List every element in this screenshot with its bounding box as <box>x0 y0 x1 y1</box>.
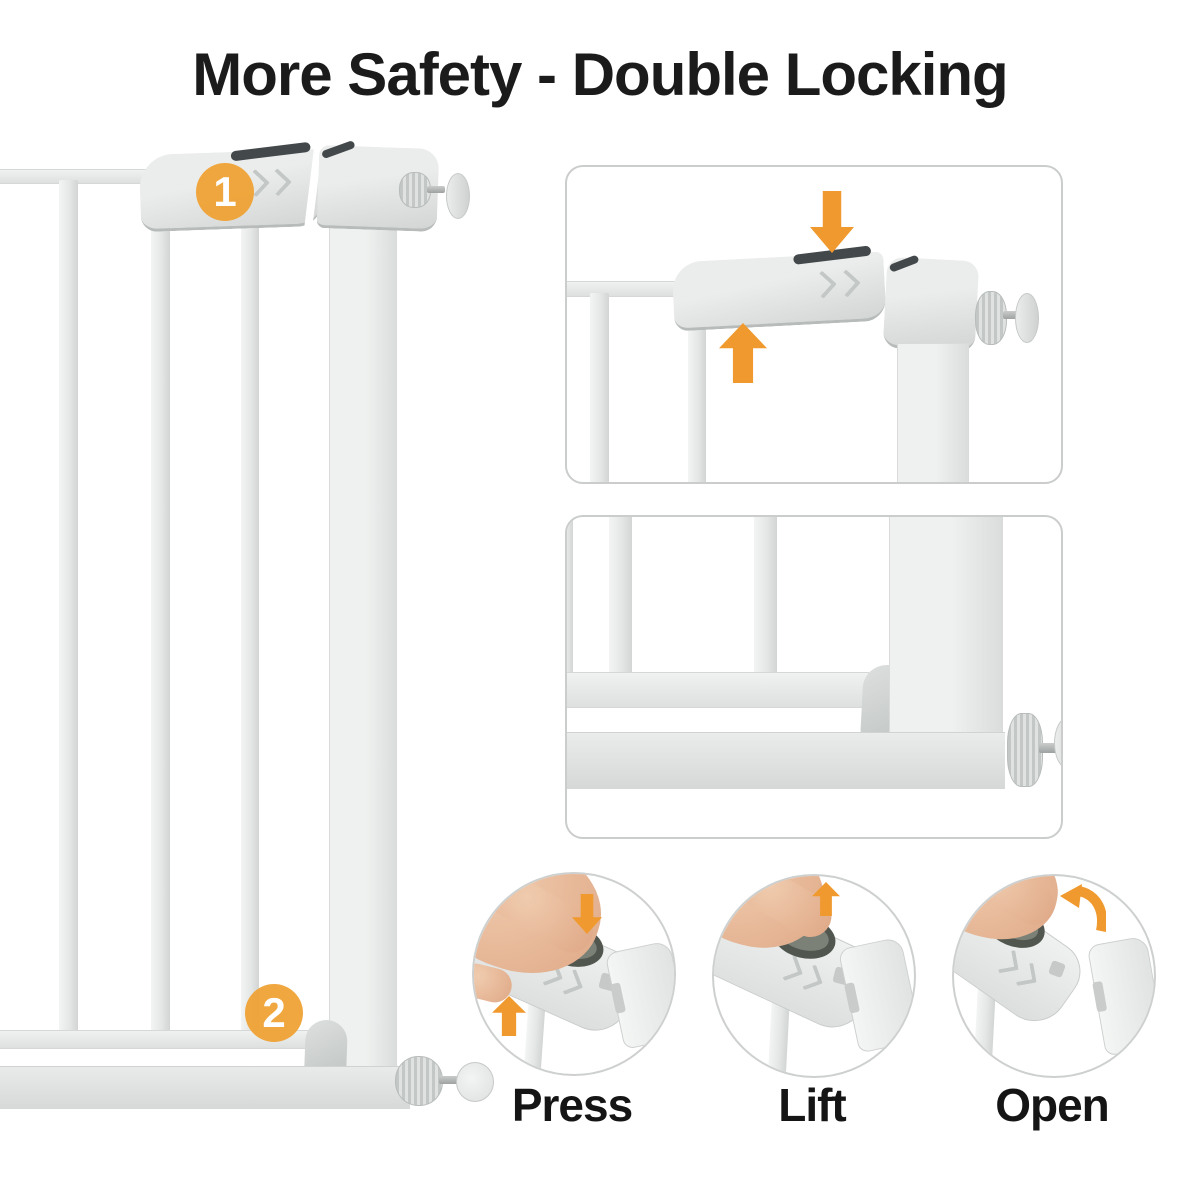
step-circle-open <box>952 874 1156 1078</box>
wall-cup <box>1015 293 1039 343</box>
gate-bar <box>590 293 609 482</box>
wall-cup <box>456 1062 494 1102</box>
gate-latch-post <box>1086 935 1154 1057</box>
step-badge-2: 2 <box>245 984 303 1042</box>
chevron-icon <box>1013 962 1037 986</box>
wall-cup <box>446 173 470 219</box>
gate-bottom-rail <box>567 672 869 708</box>
frame-bottom-rail <box>567 732 1005 789</box>
frame-bottom-rail <box>0 1066 410 1109</box>
gate-bar <box>754 517 777 685</box>
up-arrow-icon <box>719 323 767 383</box>
latch-slot <box>1092 980 1108 1013</box>
gate-top-rail <box>0 169 162 184</box>
gate-bar <box>151 188 170 1032</box>
chevron-icon <box>832 269 861 298</box>
step-badge-1: 1 <box>196 163 254 221</box>
gate-latch-post <box>897 343 969 482</box>
step-circle-lift <box>712 874 916 1078</box>
gate-photo-main: 1 2 <box>0 130 500 1130</box>
down-arrow-icon <box>810 191 854 253</box>
gate-top-rail <box>567 281 689 297</box>
gate-handle <box>671 245 887 332</box>
tension-knob <box>975 291 1007 345</box>
handle-seam <box>230 141 311 162</box>
tension-bolt <box>1003 311 1017 319</box>
gate-bar <box>609 517 632 679</box>
gate-handle-housing <box>882 254 980 353</box>
chevron-icon <box>263 168 292 197</box>
step-circle-press <box>472 872 676 1076</box>
detail-panel-bottom-lock <box>565 515 1063 839</box>
tension-bolt <box>1039 743 1057 753</box>
gate-bar <box>688 311 706 482</box>
housing-seam <box>320 140 356 160</box>
tension-knob <box>1007 713 1043 787</box>
gate-latch-post <box>604 940 674 1050</box>
gate-bar <box>241 226 259 1032</box>
tension-bolt <box>427 186 445 193</box>
gate-latch-post <box>889 517 1003 739</box>
press-label: Press <box>511 1079 633 1131</box>
lift-label: Lift <box>778 1079 847 1131</box>
gate-bar <box>59 180 78 1032</box>
tension-knob <box>395 1056 443 1106</box>
detail-panel-top-lock <box>565 165 1063 484</box>
curved-arrow-icon <box>1060 884 1106 932</box>
wall-cup <box>1054 717 1061 769</box>
housing-seam <box>888 254 920 273</box>
open-label: Open <box>995 1079 1110 1131</box>
gate-latch-post <box>837 936 914 1054</box>
tension-knob <box>399 172 431 208</box>
gate-bar <box>567 517 573 675</box>
gate-latch-post <box>329 222 397 1074</box>
page-title: More Safety - Double Locking <box>192 41 1008 108</box>
tension-bolt <box>439 1076 459 1084</box>
